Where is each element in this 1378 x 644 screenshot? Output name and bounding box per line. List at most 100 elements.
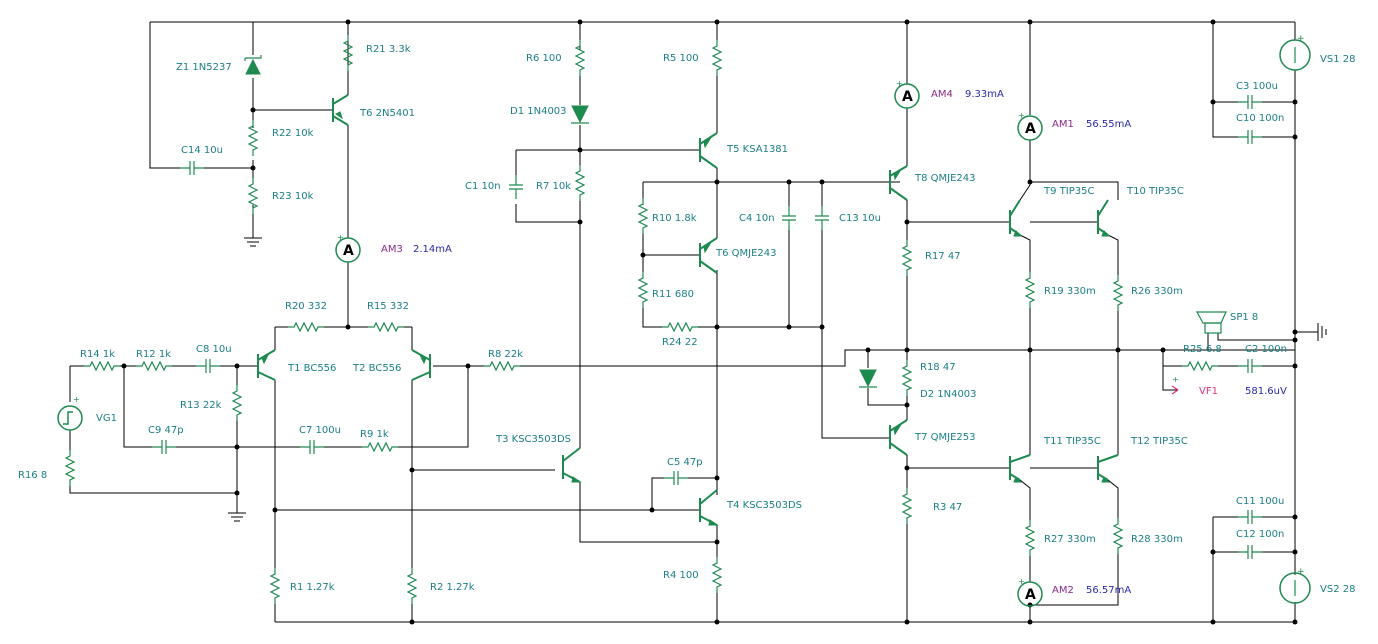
resistor-r21 xyxy=(343,34,353,72)
label-c4: C4 10n xyxy=(739,213,775,224)
label-r14: R14 1k xyxy=(80,349,115,360)
resistor-r15 xyxy=(367,322,405,332)
component-labels: R21 3.3k R22 10k R23 10k R6 100 R5 100 R… xyxy=(18,44,1355,596)
capacitor-c9 xyxy=(151,439,177,455)
label-r2: R2 1.27k xyxy=(430,582,475,593)
resistor-r13 xyxy=(232,384,242,422)
svg-text:+: + xyxy=(1297,34,1305,44)
label-r27: R27 330m xyxy=(1044,534,1096,545)
label-am2: AM2 xyxy=(1052,585,1074,596)
label-r12: R12 1k xyxy=(136,349,171,360)
signal-generator-vg1 xyxy=(57,405,83,431)
reading-am3: 2.14mA xyxy=(413,244,452,255)
label-z1: Z1 1N5237 xyxy=(176,62,232,73)
label-t8: T8 QMJE243 xyxy=(914,173,976,184)
capacitor-c1 xyxy=(508,174,524,200)
label-r26: R26 330m xyxy=(1131,286,1183,297)
label-r17: R17 47 xyxy=(925,251,961,262)
resistor-r4 xyxy=(712,556,722,594)
label-r10: R10 1.8k xyxy=(652,213,697,224)
label-vg1: VG1 xyxy=(96,413,117,424)
ammeters xyxy=(335,83,1179,607)
transistor-t2 xyxy=(411,349,431,381)
transistor-t12 xyxy=(1097,454,1119,483)
label-vs1: VS1 28 xyxy=(1320,54,1355,65)
label-r16: R16 8 xyxy=(18,470,47,481)
transistor-t1 xyxy=(257,349,276,381)
transistor-t9 xyxy=(1009,199,1023,237)
resistors xyxy=(65,34,1219,605)
resistor-r8 xyxy=(483,361,521,371)
resistor-r10 xyxy=(638,197,648,235)
capacitor-c4 xyxy=(781,205,797,231)
label-c11: C11 100u xyxy=(1236,496,1284,507)
label-t6b: T6 QMJE243 xyxy=(715,248,777,259)
label-sp1: SP1 8 xyxy=(1230,312,1258,323)
transistor-t10 xyxy=(1097,199,1111,237)
resistor-r28 xyxy=(1113,517,1123,555)
svg-text:+: + xyxy=(1018,577,1025,586)
label-r25: R25 6.8 xyxy=(1183,344,1222,355)
label-t2: T2 BC556 xyxy=(352,363,401,374)
svg-text:+: + xyxy=(896,79,903,88)
label-t5: T5 KSA1381 xyxy=(726,144,788,155)
svg-text:+: + xyxy=(337,233,344,242)
diodes xyxy=(244,55,877,388)
label-t7: T7 QMJE253 xyxy=(914,432,976,443)
label-r13: R13 22k xyxy=(180,400,222,411)
svg-text:+: + xyxy=(1018,111,1025,120)
label-am3: AM3 xyxy=(381,244,403,255)
label-vs2: VS2 28 xyxy=(1320,584,1355,595)
label-t6a: T6 2N5401 xyxy=(359,108,415,119)
junction-dots xyxy=(121,19,1298,625)
diode-d2 xyxy=(859,369,877,388)
label-c13: C13 10u xyxy=(839,213,881,224)
capacitor-c10 xyxy=(1237,129,1263,145)
sources: + + xyxy=(57,34,1311,604)
supply-vs2: + xyxy=(1279,567,1311,604)
voltmeter-vf1-arrow xyxy=(1171,385,1179,395)
transistor-t11 xyxy=(1009,454,1031,483)
label-r23: R23 10k xyxy=(272,191,314,202)
resistor-r24 xyxy=(661,322,699,332)
label-t11: T11 TIP35C xyxy=(1043,436,1101,447)
transistor-t6b xyxy=(699,237,718,274)
svg-text:+: + xyxy=(1172,375,1179,384)
label-d2: D2 1N4003 xyxy=(920,389,977,400)
resistor-r14 xyxy=(83,361,121,371)
speaker-sp1 xyxy=(1195,311,1227,334)
label-c2: C2 100n xyxy=(1245,344,1287,355)
transistor-t6a xyxy=(332,94,349,126)
label-r28: R28 330m xyxy=(1131,534,1183,545)
label-r22: R22 10k xyxy=(272,128,314,139)
diode-d1 xyxy=(571,105,589,124)
label-am4: AM4 xyxy=(931,89,953,100)
capacitor-c5 xyxy=(663,470,689,486)
resistor-r22 xyxy=(248,119,258,157)
label-c1: C1 10n xyxy=(465,181,501,192)
transistor-t5 xyxy=(699,132,718,169)
resistor-r27 xyxy=(1025,519,1035,557)
resistor-r12 xyxy=(135,361,173,371)
label-t3: T3 KSC3503DS xyxy=(495,434,571,445)
capacitor-c7 xyxy=(299,439,325,455)
label-t1: T1 BC556 xyxy=(287,363,336,374)
label-d1: D1 1N4003 xyxy=(510,106,567,117)
resistor-r26 xyxy=(1113,274,1123,312)
svg-text:+: + xyxy=(73,395,80,404)
label-t9: T9 TIP35C xyxy=(1043,186,1094,197)
supply-vs1: + xyxy=(1279,34,1311,71)
zener-z1 xyxy=(244,55,262,75)
label-c14: C14 10u xyxy=(181,145,223,156)
transistor-t4 xyxy=(699,489,719,526)
label-r5: R5 100 xyxy=(663,53,699,64)
resistor-r1 xyxy=(270,567,280,605)
resistor-r9 xyxy=(361,442,399,452)
label-r8: R8 22k xyxy=(488,349,523,360)
label-c3: C3 100u xyxy=(1236,81,1278,92)
label-c7: C7 100u xyxy=(299,425,341,436)
resistor-r11 xyxy=(638,271,648,309)
wires xyxy=(69,21,1318,623)
transistors xyxy=(257,94,1119,526)
